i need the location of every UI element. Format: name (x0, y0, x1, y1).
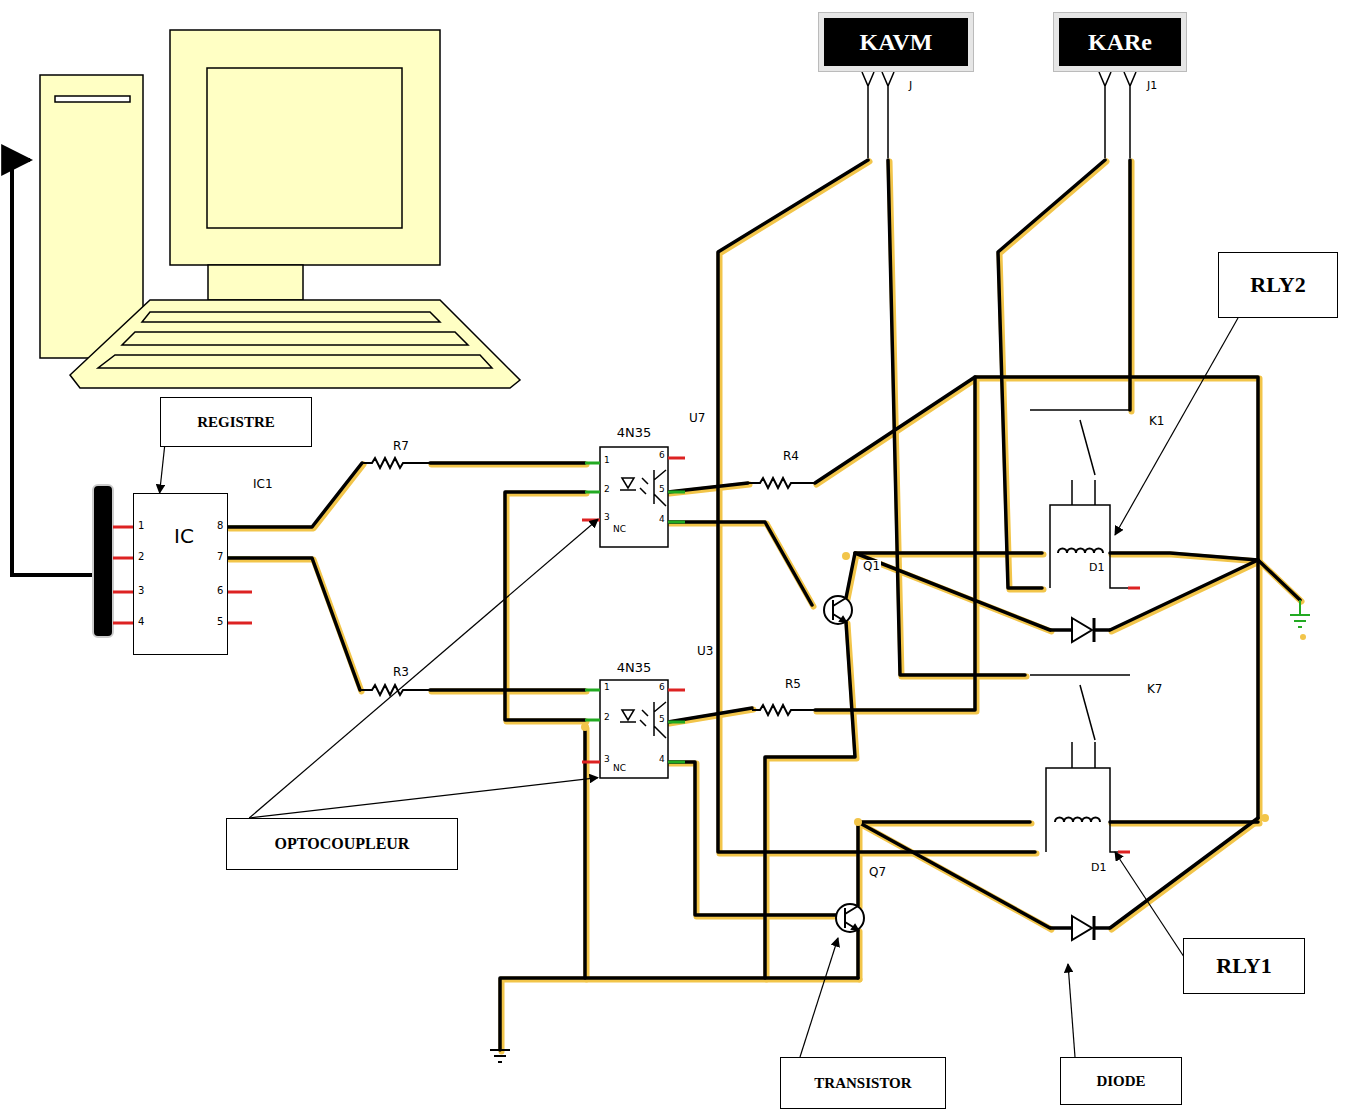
pin-number: 1 (137, 520, 145, 531)
box-label: RLY2 (1250, 272, 1305, 298)
part-label: R5 (784, 678, 802, 691)
box-label: IC (174, 524, 194, 548)
part-label: Q1 (862, 560, 881, 573)
pin-number: 3 (603, 513, 611, 523)
box-label: TRANSISTOR (814, 1075, 911, 1092)
box-label: KAVM (860, 29, 933, 56)
terminal-box: KARe (1053, 12, 1187, 72)
pin-number: 6 (658, 451, 666, 461)
part-number: 4N35 (598, 660, 670, 675)
terminal-fill: KARe (1059, 18, 1181, 66)
leader-line (800, 318, 1238, 1057)
pin-number: 3 (603, 755, 611, 765)
opto-pins (582, 458, 685, 762)
part-label: R7 (392, 440, 410, 453)
pin-number: 8 (216, 520, 224, 531)
pin-number: 3 (137, 585, 145, 596)
callout-box: OPTOCOUPLEUR (226, 818, 458, 870)
box-label: OPTOCOUPLEUR (275, 835, 410, 853)
part-label: D1 (1088, 562, 1105, 574)
part-label: U7 (688, 412, 706, 425)
pin-number: 5 (216, 616, 224, 627)
terminal-leads (862, 72, 1136, 158)
transistor-symbol (824, 596, 864, 932)
connector (93, 485, 113, 637)
part-label: D1 (1090, 862, 1107, 874)
computer (40, 30, 520, 388)
pin-number: 2 (603, 485, 611, 495)
pin-number: 6 (216, 585, 224, 596)
leader-arrow (249, 519, 598, 818)
callout-box: RLY2 (1218, 252, 1338, 318)
box-label: REGISTRE (197, 414, 275, 431)
callout-box: RLY1 (1183, 938, 1305, 994)
pin-number: 2 (603, 713, 611, 723)
optocoupler-symbol (600, 447, 668, 778)
box-label: RLY1 (1216, 953, 1271, 979)
part-label: J1 (1146, 80, 1158, 92)
pin-number: 2 (137, 551, 145, 562)
resistor-symbol (360, 458, 815, 715)
pin-number: NC (612, 764, 627, 774)
part-label: J (908, 80, 913, 92)
part-label: Q7 (868, 866, 887, 879)
part-label: K1 (1148, 415, 1166, 428)
pin-number: 4 (658, 755, 666, 765)
callout-box: DIODE (1060, 1057, 1182, 1105)
box-label: KARe (1088, 29, 1152, 56)
terminal-box: KAVM (818, 12, 974, 72)
part-label: R3 (392, 666, 410, 679)
diode-symbol (1050, 618, 1110, 940)
part-number: 4N35 (598, 425, 670, 440)
part-label: U3 (696, 645, 714, 658)
part-label: K7 (1146, 683, 1164, 696)
leader-arrow (249, 778, 598, 818)
pin-number: 4 (658, 515, 666, 525)
part-label: R4 (782, 450, 800, 463)
terminal-fill: KAVM (824, 18, 968, 66)
callout-box: REGISTRE (160, 397, 312, 447)
part-label: IC1 (252, 478, 274, 491)
box-label: DIODE (1096, 1073, 1145, 1090)
relay-symbol (1030, 410, 1130, 852)
pin-number: 5 (658, 485, 666, 495)
pin-number: 6 (658, 683, 666, 693)
callout-box: TRANSISTOR (780, 1057, 946, 1109)
leader-arrow (160, 447, 165, 493)
pin-number: NC (612, 525, 627, 535)
ground-symbol (490, 600, 1310, 1062)
pin-number: 7 (216, 551, 224, 562)
bus-arrow (12, 160, 93, 575)
pin-number: 5 (658, 715, 666, 725)
pin-number: 1 (603, 456, 611, 466)
pin-number: 4 (137, 616, 145, 627)
pin-number: 1 (603, 683, 611, 693)
register-chip: IC (133, 493, 228, 655)
